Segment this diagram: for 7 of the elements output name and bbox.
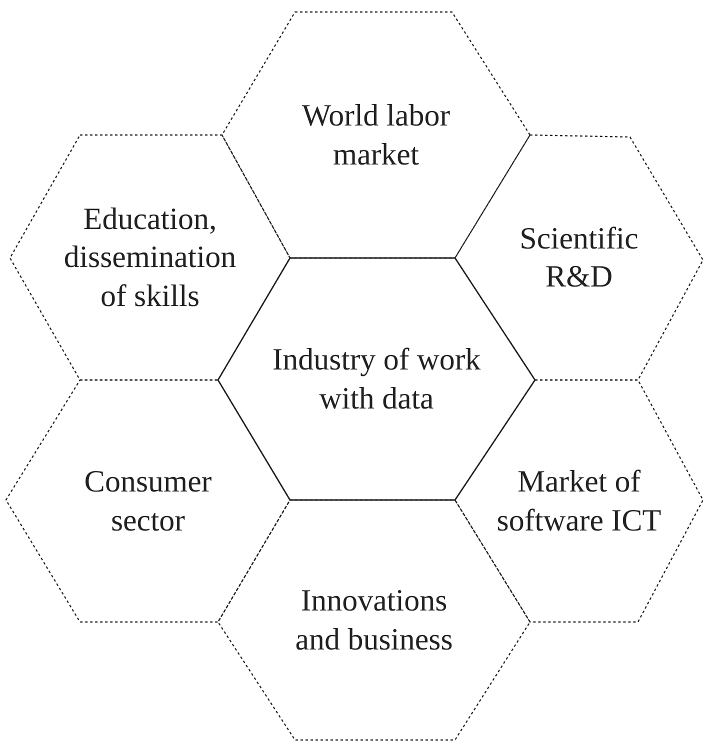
hexagon-label: Scientific R&D — [518, 218, 640, 296]
hexagon-label: Innovations and business — [294, 581, 454, 658]
hexagon-label: World labor market — [300, 96, 452, 173]
hexagon-label: Consumer sector — [83, 462, 213, 539]
hexagon-label: Market of software ICT — [496, 462, 662, 539]
hexagon-label: Industry of work with data — [272, 340, 482, 417]
hexagon-label: Education, dissemination of skills — [62, 199, 238, 315]
